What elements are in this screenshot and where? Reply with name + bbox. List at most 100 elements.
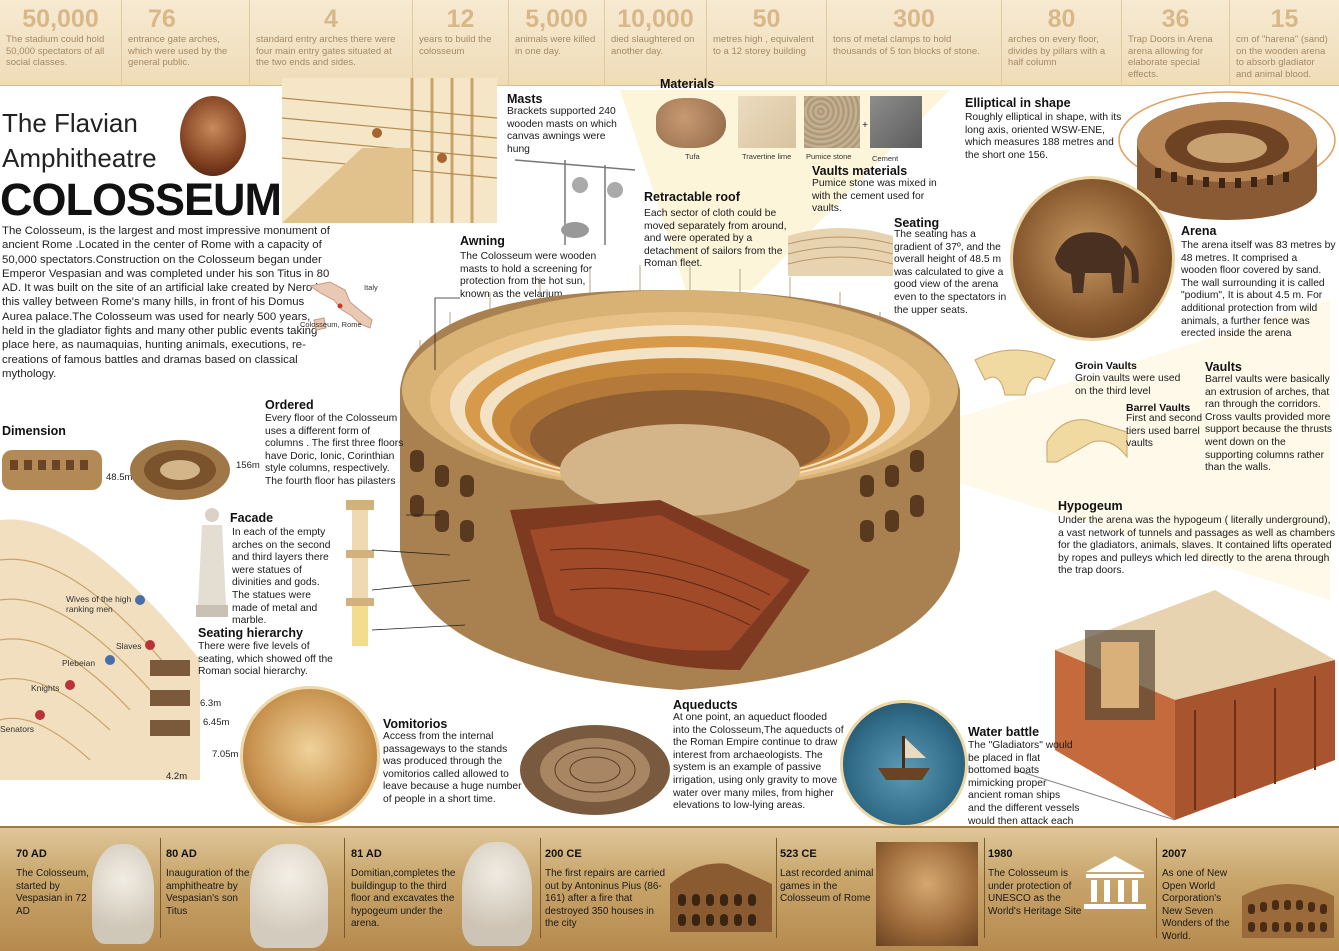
stat-item: 4 standard entry arches there were four …	[250, 0, 413, 86]
level-label: Senators	[0, 724, 35, 734]
map-label-rome: Colosseum, Rome	[300, 320, 362, 329]
stat-value: 50	[752, 5, 781, 33]
timeline-year: 81 AD	[351, 848, 382, 860]
stat-value: 4	[324, 5, 338, 33]
vespasian-bust	[92, 844, 154, 944]
stat-text: The stadium could hold 50,000 spectators…	[6, 34, 105, 68]
timeline-entry: 523 CE Last recorded animal games in the…	[780, 848, 876, 906]
masts-text: Brackets supported 240 wooden masts on w…	[507, 106, 617, 155]
timeline-year: 70 AD	[16, 848, 47, 860]
timeline-entry: 70 AD The Colosseum, started by Vespasia…	[16, 848, 96, 918]
stat-text: metres high , equivalent to a 12 storey …	[713, 34, 814, 57]
dimension-height: 48.5m	[106, 472, 133, 483]
stat-value: 10,000	[617, 5, 694, 33]
timeline-year: 1980	[988, 848, 1013, 860]
pumice-swatch	[804, 96, 860, 148]
level-label: Plebeian	[62, 658, 96, 668]
unesco-temple-icon	[1084, 856, 1146, 909]
vomitorios-text: Access from the internal passageways to …	[383, 731, 522, 805]
seating-section-image	[788, 228, 893, 276]
elephant-icon	[1055, 232, 1139, 293]
stat-value: 12	[446, 5, 475, 33]
hierarchy-dim: 4.2m	[166, 771, 188, 782]
construction-scene	[282, 78, 497, 223]
seating-text: The seating has a gradient of 37º, and t…	[894, 229, 1007, 316]
hierarchy-dim: 7.05m	[212, 749, 239, 760]
dimension-top-view	[130, 440, 230, 500]
statue-figure	[196, 508, 228, 617]
stat-value: 300	[893, 5, 935, 33]
stat-item: 15 cm of "harena" (sand) on the wooden a…	[1230, 0, 1339, 86]
mast-mechanism	[514, 159, 636, 245]
barrel-vaults-title: Barrel Vaults	[1126, 402, 1191, 414]
stat-text: animals were killed in one day.	[515, 34, 596, 57]
timeline-entry: 200 CE The first repairs are carried out…	[545, 848, 667, 931]
title-line2: Amphitheatre	[2, 143, 157, 173]
elliptical-text: Roughly elliptical in shape, with its lo…	[965, 112, 1122, 161]
aqueduct-arena-image	[520, 725, 670, 815]
timeline-divider	[776, 838, 777, 938]
stat-text: Trap Doors in Arena arena allowing for e…	[1128, 34, 1213, 80]
stat-text: years to build the colosseum	[419, 34, 492, 57]
seating-hierarchy-title: Seating hierarchy	[198, 626, 303, 640]
timeline-year: 200 CE	[545, 848, 582, 860]
timeline-text: Domitian,completes the buildingup to the…	[351, 868, 456, 929]
hierarchy-dim: 6.3m	[200, 698, 222, 709]
stat-value: 5,000	[525, 5, 588, 33]
level-label: Slaves	[116, 641, 142, 651]
barrel-vault-image	[1046, 419, 1128, 463]
timeline-text: As one of New Open World Corporation's N…	[1162, 868, 1230, 942]
timeline-entry: 2007 As one of New Open World Corporatio…	[1162, 848, 1242, 943]
timeline-text: Last recorded animal games in the Coloss…	[780, 868, 874, 904]
facade-title: Facade	[230, 511, 274, 525]
groin-vault-image	[974, 349, 1056, 396]
stat-value: 36	[1161, 5, 1190, 33]
elliptical-title: Elliptical in shape	[965, 96, 1071, 110]
stat-item: 12 years to build the colosseum	[413, 0, 509, 86]
stat-item: 36 Trap Doors in Arena arena allowing fo…	[1122, 0, 1230, 86]
level-label: Wives of the high ranking men	[66, 594, 132, 614]
travertine-swatch	[738, 96, 796, 148]
seating-hierarchy-cutaway	[0, 519, 200, 780]
elliptical-colosseum	[1118, 91, 1336, 220]
stat-text: tons of metal clamps to hold thousands o…	[833, 34, 980, 57]
seating-title: Seating	[894, 216, 940, 230]
timeline-text: The Colosseum, started by Vespasian in 7…	[16, 868, 89, 917]
timeline-entry: 80 AD Inauguration of the amphitheatre b…	[166, 848, 250, 918]
timeline-text: The first repairs are carried out by Ant…	[545, 868, 666, 929]
cement-swatch	[870, 96, 922, 148]
facade-text: In each of the empty arches on the secon…	[232, 527, 331, 627]
timeline-year: 523 CE	[780, 848, 817, 860]
timeline-entry: 1980 The Colosseum is under protection o…	[988, 848, 1084, 918]
retractable-roof-title: Retractable roof	[644, 190, 740, 204]
intro-text: The Colosseum, is the largest and most i…	[2, 225, 330, 380]
page-title: COLOSSEUM	[0, 174, 282, 225]
arena-games-image	[876, 842, 978, 946]
timeline-divider	[344, 838, 345, 938]
stat-text: entrance gate arches, which were used by…	[128, 34, 228, 68]
tufa-swatch	[656, 98, 726, 148]
materials-title: Materials	[660, 77, 715, 91]
timeline-text: Inauguration of the amphitheatre by Vesp…	[166, 868, 250, 917]
stat-item: 300 tons of metal clamps to hold thousan…	[827, 0, 1002, 86]
stat-text: standard entry arches there were four ma…	[256, 34, 396, 68]
ordered-title: Ordered	[265, 398, 314, 412]
timeline-year: 80 AD	[166, 848, 197, 860]
colosseum-cutaway	[400, 265, 960, 690]
stat-item: 10,000 died slaughtered on another day.	[605, 0, 707, 86]
vaults-title: Vaults	[1205, 360, 1242, 374]
vomitorios-title: Vomitorios	[383, 717, 448, 731]
vaults-text: Barrel vaults were basically an extrusio…	[1205, 374, 1333, 474]
stat-value: 76	[148, 5, 176, 33]
masts-title: Masts	[507, 92, 543, 106]
stat-item: 80 arches on every floor, divides by pil…	[1002, 0, 1122, 86]
modern-colosseum-image	[1242, 884, 1334, 938]
material-label: Pumice stone	[806, 152, 852, 161]
hypogeum-title: Hypogeum	[1058, 499, 1123, 513]
awning-title: Awning	[460, 234, 505, 248]
awning-text: The Colosseum were wooden masts to hold …	[460, 251, 597, 300]
material-label: Tufa	[685, 152, 700, 161]
ruined-colosseum-image	[670, 863, 772, 932]
hypogeum-structure	[1015, 590, 1335, 821]
stat-text: died slaughtered on another day.	[611, 34, 695, 57]
